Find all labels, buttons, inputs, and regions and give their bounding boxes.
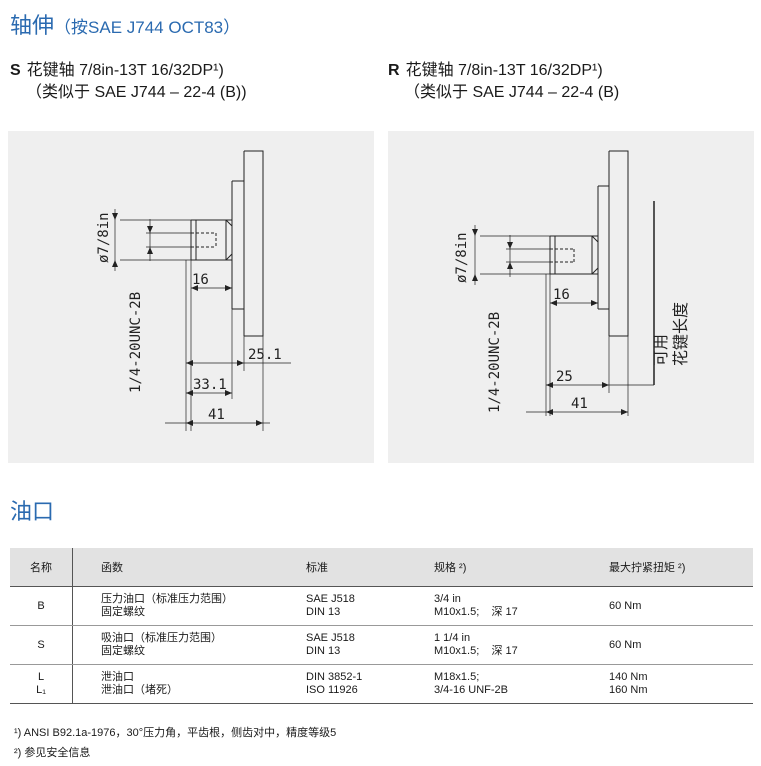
cell-function: 压力油口（标准压力范围）固定螺纹: [72, 586, 296, 626]
cell-torque: 60 Nm: [599, 586, 753, 626]
cell-function: 泄油口泄油口（堵死）: [72, 664, 296, 704]
col-header-name: 名称: [10, 548, 73, 587]
variant-line1: 花键轴 7/8in-13T 16/32DP¹): [26, 62, 224, 79]
dim-25-1: 25.1: [248, 347, 282, 363]
footnote-2: ²) 参见安全信息: [14, 747, 91, 759]
variant-code: S: [10, 62, 21, 79]
dim-16: 16: [553, 287, 570, 303]
dim-16: 16: [192, 272, 209, 288]
variant-r-spec: R 花键轴 7/8in-13T 16/32DP¹) （类似于 SAE J744 –…: [388, 60, 619, 104]
dim-41: 41: [208, 407, 225, 423]
table-header-row: 名称 函数 标准 规格 ²) 最大拧紧扭矩 ²): [10, 548, 753, 587]
drawing-r: ø7/8in 1/4-20UNC-2B 16 25 41 可用 花键长度: [454, 150, 690, 416]
col-header-standard: 标准: [296, 548, 424, 587]
dia-label: ø7/8in: [96, 212, 112, 263]
col-header-function: 函数: [72, 548, 296, 587]
dim-41: 41: [571, 396, 588, 412]
cell-name: B: [10, 586, 73, 626]
cell-function: 吸油口（标准压力范围）固定螺纹: [72, 625, 296, 665]
drawing-r-panel: ø7/8in 1/4-20UNC-2B 16 25 41 可用 花键长度: [388, 131, 754, 463]
ports-table: 名称 函数 标准 规格 ²) 最大拧紧扭矩 ²) B 压力油口（标准压力范围）固…: [10, 548, 753, 704]
variant-line2: （类似于 SAE J744 – 22-4 (B): [404, 84, 620, 101]
variant-line1: 花键轴 7/8in-13T 16/32DP¹): [405, 62, 603, 79]
dim-33-1: 33.1: [193, 377, 227, 393]
cell-size: M18x1.5;3/4-16 UNF-2B: [424, 664, 599, 704]
footnote-1: ¹) ANSI B92.1a-1976，30°压力角，平齿根，侧齿对中，精度等级…: [14, 727, 337, 739]
shaft-title: 轴伸: [10, 13, 55, 38]
variant-code: R: [388, 62, 400, 79]
cell-name: S: [10, 625, 73, 665]
shaft-subtitle: （按SAE J744 OCT83）: [54, 18, 241, 37]
ports-title: 油口: [10, 499, 55, 524]
spline-length-label: 花键长度: [672, 302, 690, 366]
variant-line2: （类似于 SAE J744 – 22-4 (B)): [26, 84, 247, 101]
thread-label: 1/4-20UNC-2B: [487, 312, 503, 413]
section-title-shaft: 轴伸（按SAE J744 OCT83）: [10, 8, 240, 40]
variant-s-spec: S 花键轴 7/8in-13T 16/32DP¹) （类似于 SAE J744 –…: [10, 60, 247, 104]
col-header-torque: 最大拧紧扭矩 ²): [599, 548, 753, 587]
drawing-s: ø7/8in 1/4-20UNC-2B 16 25.1 33.1 41: [96, 150, 291, 431]
dia-label: ø7/8in: [454, 232, 470, 283]
thread-label: 1/4-20UNC-2B: [128, 292, 144, 393]
cell-torque: 60 Nm: [599, 625, 753, 665]
usable-label: 可用: [653, 334, 670, 366]
col-header-size: 规格 ²): [424, 548, 599, 587]
dim-25: 25: [556, 369, 573, 385]
drawing-s-panel: ø7/8in 1/4-20UNC-2B 16 25.1 33.1 41: [8, 131, 374, 463]
